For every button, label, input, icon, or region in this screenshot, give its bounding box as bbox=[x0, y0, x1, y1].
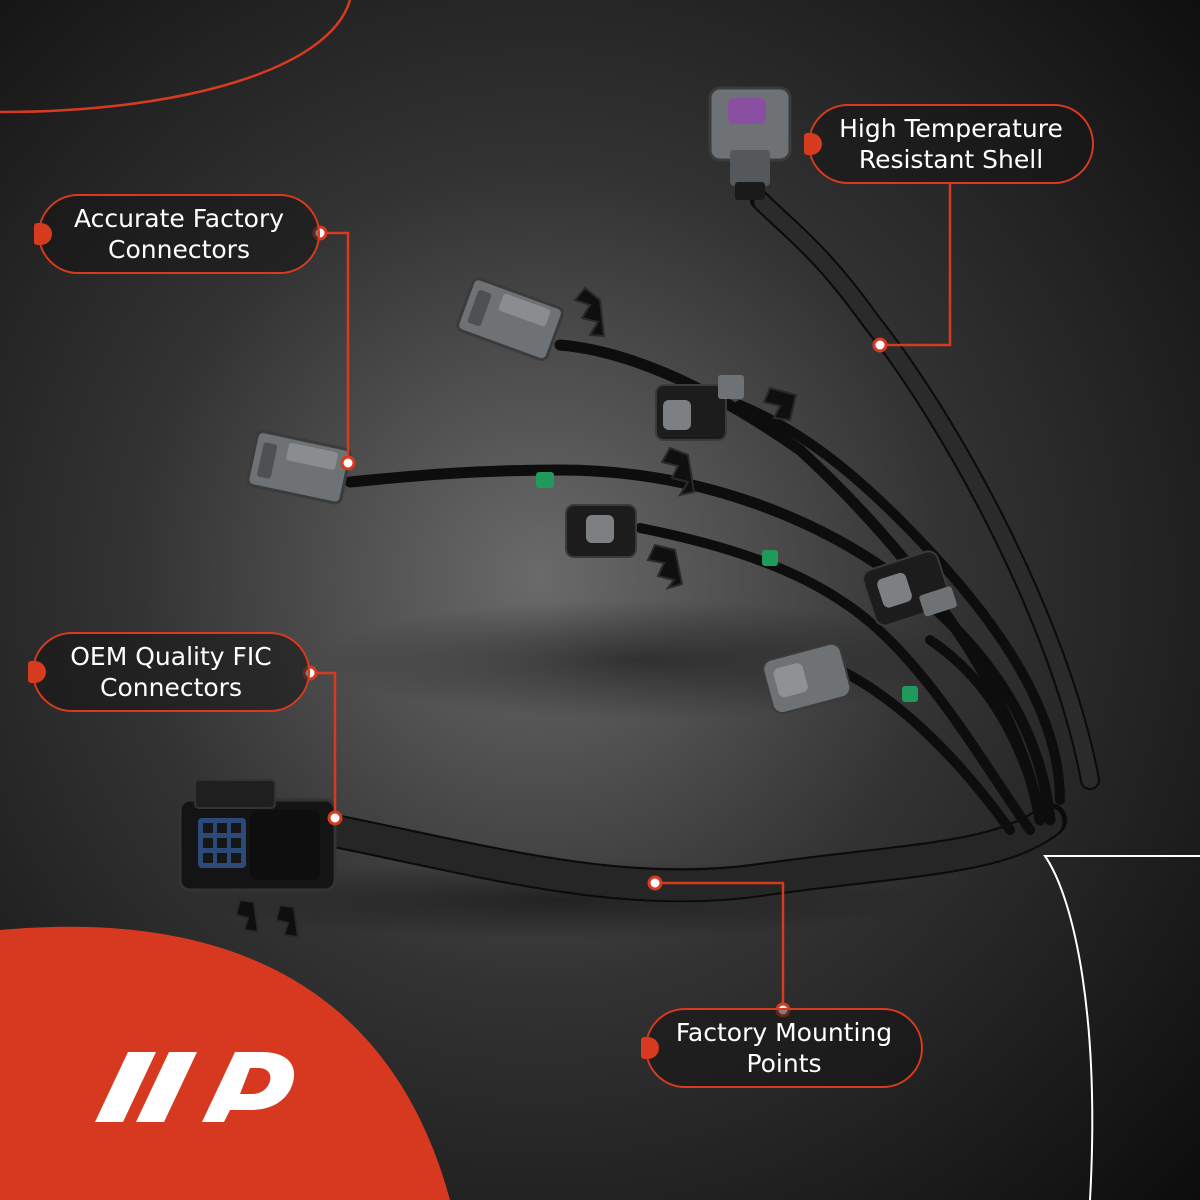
callout-oem-quality: OEM Quality FIC Connectors bbox=[28, 632, 310, 712]
right-arc-decoration bbox=[1043, 855, 1200, 1200]
main-connector-image bbox=[178, 779, 337, 892]
callout-mounting-points: Factory Mounting Points bbox=[641, 1008, 923, 1088]
callout-dots bbox=[302, 225, 888, 1018]
callout-text: High Temperature bbox=[839, 114, 1063, 143]
callout-tab-icon bbox=[804, 133, 822, 155]
mounting-pins bbox=[234, 286, 798, 939]
callout-text: Connectors bbox=[108, 235, 250, 264]
tape-markers bbox=[536, 472, 918, 702]
callout-text: Accurate Factory bbox=[73, 204, 285, 233]
top-connector-image bbox=[708, 86, 792, 200]
top-arc-decoration bbox=[0, 0, 352, 114]
callout-high-temperature: High Temperature Resistant Shell bbox=[804, 104, 1094, 184]
callout-tab-icon bbox=[28, 661, 46, 683]
callout-tab-icon bbox=[34, 223, 52, 245]
upper-connector-image bbox=[456, 277, 564, 362]
callout-text: Resistant Shell bbox=[858, 145, 1044, 174]
callout-text: OEM Quality FIC bbox=[70, 642, 272, 671]
wire-harness-image bbox=[313, 190, 1100, 903]
injector-connector-3 bbox=[862, 550, 957, 627]
callout-text: Connectors bbox=[100, 673, 242, 702]
leader-lines bbox=[310, 183, 952, 1010]
callout-text: Points bbox=[746, 1049, 822, 1078]
left-connector-image bbox=[246, 430, 352, 505]
callout-text: Factory Mounting bbox=[675, 1018, 893, 1047]
callout-accurate-connectors: Accurate Factory Connectors bbox=[34, 194, 320, 274]
brand-logo-icon bbox=[95, 1052, 295, 1122]
injector-connector-1 bbox=[655, 375, 744, 441]
callout-tab-icon bbox=[641, 1037, 659, 1059]
brand-corner bbox=[0, 926, 450, 1200]
injector-connector-4 bbox=[762, 642, 852, 715]
injector-connector-2 bbox=[565, 504, 637, 558]
